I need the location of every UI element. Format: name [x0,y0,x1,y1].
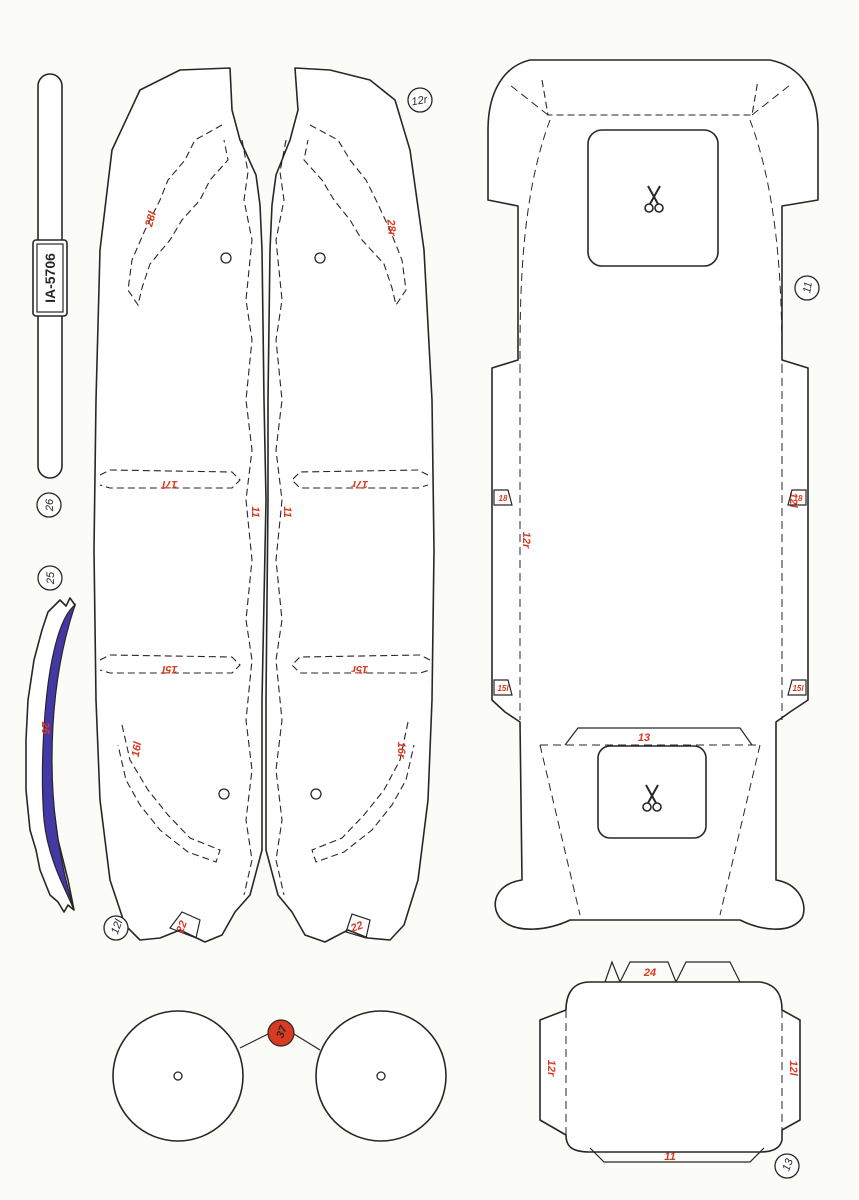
label-16l: 16l [130,740,145,758]
label-15l: 15l [161,663,177,675]
part-number-12l: 12l [109,918,125,936]
part-number-37: 37 [274,1023,290,1039]
label-22-right: 22 [348,919,365,935]
label-17r: 17r [351,478,368,490]
cutout-bottom [597,745,707,839]
part-number-12r: 12r [411,94,430,109]
label-28l: 28l [143,209,159,229]
label-12r-hood: 12r [545,1060,557,1077]
scissors-icon [644,185,664,213]
label-12l-hood: 12l [787,1060,799,1076]
label-18-right: 18 [794,494,803,503]
label-22-left: 22 [174,919,190,936]
part-11-body-top: 13 12r 12l 18 18 15l 15l 11 [487,59,820,930]
part-number-11: 11 [801,281,815,294]
part-number-13: 13 [780,1156,796,1172]
part-12r-side-panel-right: 28r 17r 15r 16r 22 12r 11 [265,67,435,943]
label-11-right: 11 [281,506,293,517]
label-11-left: 11 [249,506,261,517]
label-16r: 16r [395,742,407,759]
label-11-hood: 11 [664,1151,675,1163]
part-number-26: 26 [44,498,56,512]
label-15r: 15r [351,663,368,675]
part-12l-side-panel-left: 28l 17l 15l 16l 22 12l 11 [93,67,267,943]
label-15-left-body: 15l [497,684,509,693]
part-number-25: 25 [45,571,57,585]
label-28r: 28r [384,218,398,237]
label-26: 26 [39,721,51,735]
part-26-bumper: IA-5706 26 [32,73,68,518]
label-12r-body: 12r [520,532,532,549]
label-15-right-body: 15l [792,684,804,693]
label-18-left: 18 [499,494,508,503]
part-37-wheels: 37 [112,1010,447,1142]
label-13: 13 [638,732,650,744]
plate-label: IA-5706 [42,253,58,303]
part-25-running-board: 25 26 [25,565,77,913]
part-13-hood: 24 11 12r 12l 13 [539,960,801,1179]
label-17l: 17l [161,478,177,490]
label-24: 24 [643,967,656,979]
scissors-icon [642,784,662,812]
